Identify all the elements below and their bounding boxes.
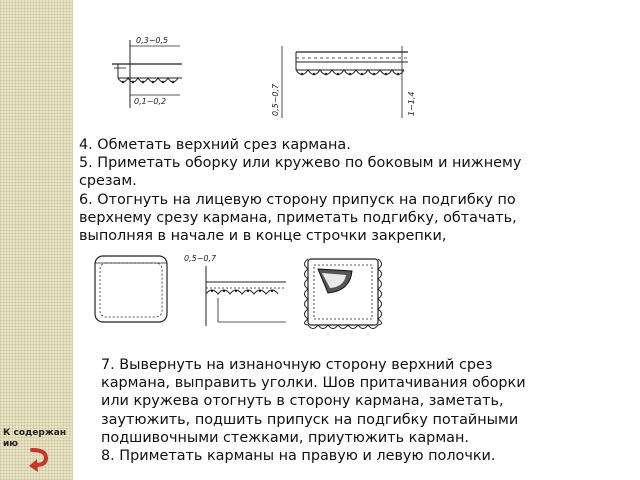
text-line: 4. Обметать верхний срез кармана.	[79, 137, 351, 153]
back-to-contents-label[interactable]: К содержанию	[3, 428, 67, 449]
fig1-dim-top: 0,3−0,5	[136, 36, 168, 45]
figure-stitched-edge: 0,5−0,7 1−1,4	[271, 46, 416, 118]
figure-pocket-edge-frill: 0,3−0,5 0,1−0,2	[112, 36, 182, 108]
sidebar-strip	[0, 0, 73, 480]
curved-arrow-icon[interactable]	[25, 447, 49, 473]
text-line: 7. Вывернуть на изнаночную сторону верхн…	[101, 357, 493, 373]
fig2-dim-right: 1−1,4	[407, 91, 416, 116]
figure-pocket-scalloped	[304, 258, 382, 329]
fig2-dim-left: 0,5−0,7	[271, 83, 280, 116]
text-line: выполняя в начале и в конце строчки закр…	[79, 228, 447, 245]
text-line: или кружева отогнуть в сторону кармана, …	[101, 393, 504, 410]
figure-pocket-outline	[94, 255, 168, 323]
text-line: 5. Приметать оборку или кружево по боков…	[79, 155, 522, 172]
text-line: заутюжить, подшить припуск на подгибку п…	[101, 411, 519, 428]
text-line: кармана, выправить уголки. Шов притачива…	[101, 375, 526, 392]
text-line: 6. Отогнуть на лицевую сторону припуск н…	[79, 191, 516, 208]
text-line: подшивочными стежками, приутюжить карман…	[101, 429, 469, 446]
figure-pocket-frill-corner: 0,5−0,7	[184, 254, 286, 326]
text-line: 8. Приметать карманы на правую и левую п…	[101, 448, 496, 465]
text-line: срезам.	[79, 173, 137, 190]
fig4-dim-top: 0,5−0,7	[184, 254, 217, 263]
text-line: верхнему срезу кармана, приметать подгиб…	[79, 209, 517, 226]
instructions-bottom: 7. Вывернуть на изнаночную сторону верхн…	[101, 356, 621, 465]
fig1-dim-bottom: 0,1−0,2	[134, 97, 166, 106]
instructions-top: 4. Обметать верхний срез кармана. 5. При…	[79, 136, 624, 246]
